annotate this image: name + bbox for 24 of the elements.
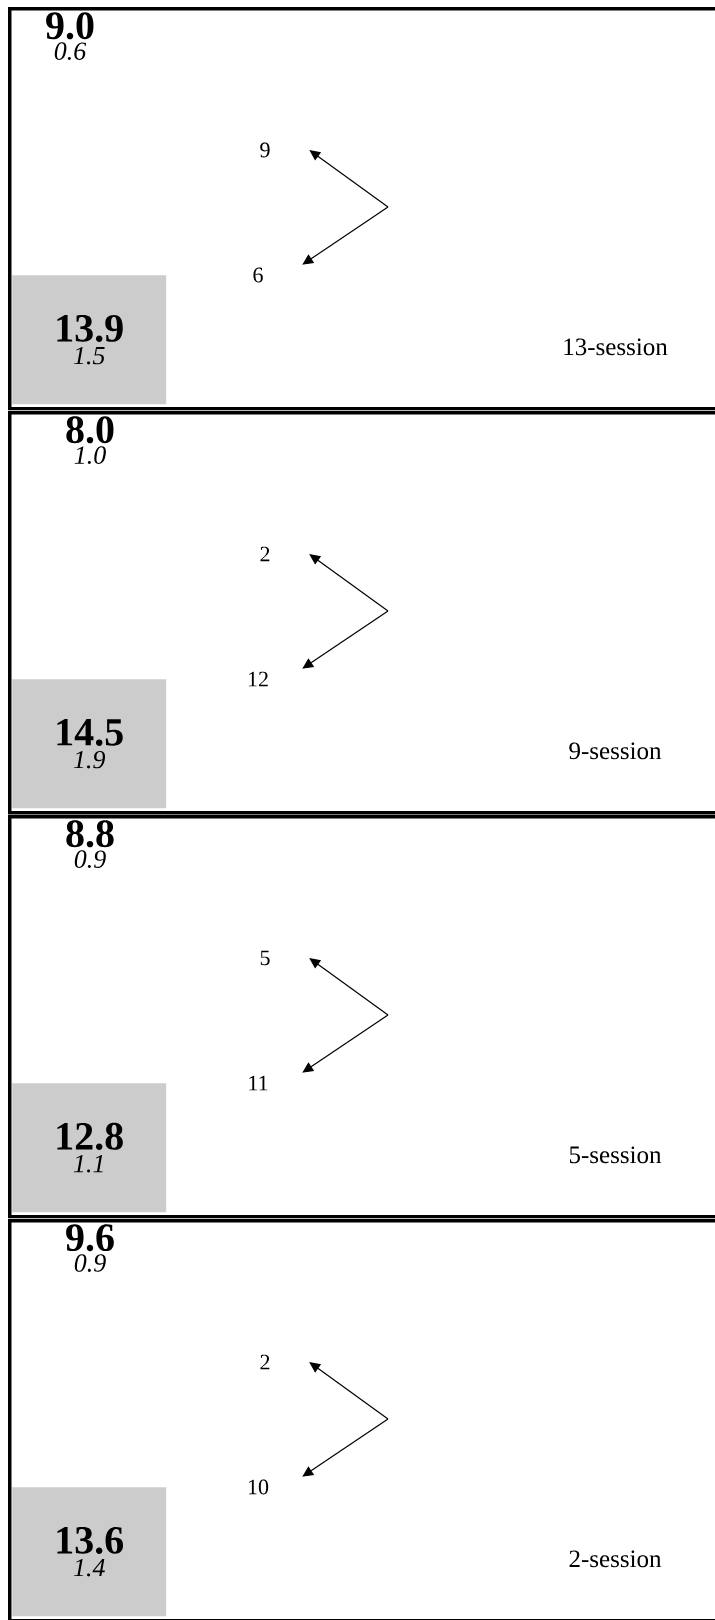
value-label: 8.0 1.0 (66, 416, 114, 464)
shaded-box: 13.6 1.4 (12, 1487, 167, 1617)
value-label: 9.0 0.6 (46, 12, 94, 60)
arrow (302, 610, 389, 669)
value-label: 8.8 0.9 (66, 820, 114, 868)
shaded-box: 14.5 1.9 (12, 679, 167, 809)
count-label: 2 (260, 546, 270, 562)
arrow (302, 1418, 389, 1477)
shaded-box: 13.9 1.5 (12, 275, 167, 405)
arrow (309, 150, 389, 208)
arrow (309, 958, 389, 1016)
count-label: 10 (248, 1479, 269, 1495)
count-label: 5 (260, 950, 270, 966)
arrow (302, 206, 389, 265)
count-label: 9 (260, 142, 270, 158)
arrow (309, 554, 389, 612)
count-label: 2 (260, 1354, 270, 1370)
value-label: 9.6 0.9 (66, 1224, 114, 1272)
count-label: 12 (248, 671, 268, 687)
count-label: 6 (253, 267, 263, 283)
count-label: 11 (249, 1075, 268, 1091)
arrow (302, 1014, 389, 1073)
shaded-box: 12.8 1.1 (12, 1083, 167, 1213)
arrow (309, 1362, 389, 1420)
